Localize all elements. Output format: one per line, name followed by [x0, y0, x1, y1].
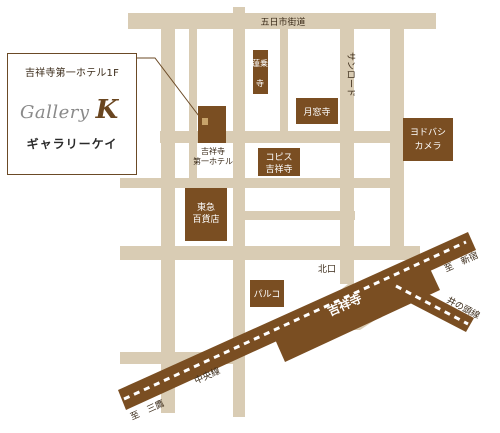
label-hotel-line1: 吉祥寺: [201, 146, 225, 156]
gallery-kana: ギャラリーケイ: [26, 137, 118, 151]
road-v2: [189, 28, 197, 190]
label-yodobashi-line1: ヨドバシ: [410, 127, 446, 138]
chuo-line-ties: [123, 240, 467, 401]
label-tokyu-line1: 東急: [197, 201, 215, 213]
road-v3: [233, 7, 245, 417]
road-h1: [160, 131, 405, 143]
label-gesshinji: 月窓寺: [303, 106, 330, 118]
road-h3: [240, 211, 355, 220]
road-v1: [161, 13, 175, 413]
road-network: [120, 7, 436, 417]
label-rengeji-line1: 蓮乗: [252, 58, 268, 68]
label-tokyu-line2: 百貨店: [192, 213, 219, 225]
road-gokaichi: [128, 13, 436, 29]
callout-leader-line: [137, 57, 206, 125]
road-h2: [120, 178, 400, 188]
label-yodobashi-line2: カメラ: [414, 141, 441, 152]
label-parco: パルコ: [254, 289, 281, 300]
building-yodobashi: [403, 118, 453, 161]
building-parco: [250, 280, 284, 307]
buildings: [185, 50, 453, 307]
building-tokyu: [185, 188, 227, 241]
label-gokaichi: 五日市街道: [260, 16, 305, 28]
label-copis-line1: コピス: [265, 152, 292, 163]
gallery-marker: [202, 118, 208, 125]
gallery-logo-text: Gallery: [20, 102, 90, 123]
gallery-logo-k: K: [95, 95, 119, 125]
building-rengeji: [253, 50, 268, 94]
label-kitaguchi: 北口: [318, 264, 336, 275]
label-sunroad: サンロード: [345, 52, 356, 97]
label-copis-line2: 吉祥寺: [265, 163, 292, 175]
road-v4: [280, 28, 288, 138]
label-rengeji-line2: 寺: [256, 79, 264, 88]
callout-location: 吉祥寺第一ホテル1F: [24, 68, 120, 79]
railway: [118, 232, 476, 410]
building-gesshinji: [296, 98, 338, 124]
road-h4: [120, 246, 420, 260]
building-copis: [258, 148, 300, 176]
inokashira-ties: [395, 284, 469, 326]
label-hotel-line2: 第一ホテル: [193, 156, 233, 166]
